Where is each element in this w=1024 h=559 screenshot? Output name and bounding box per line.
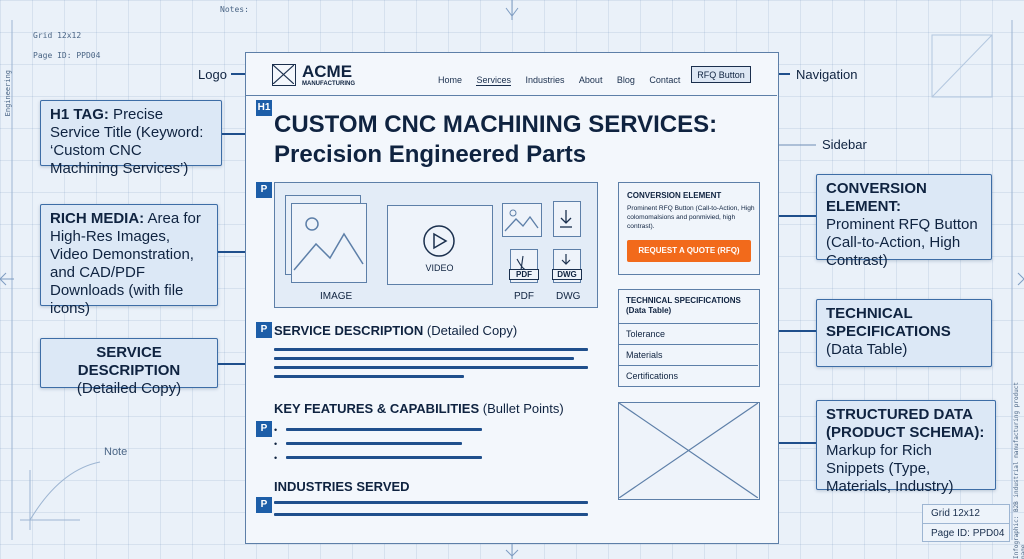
- logo-subtext: MANUFACTURING: [302, 81, 355, 87]
- dwg-file-icon[interactable]: DWG: [552, 249, 582, 283]
- text-line: [274, 375, 464, 378]
- table-row: Materials: [626, 350, 663, 360]
- notes-label: Notes:: [220, 5, 249, 14]
- logo-text: ACME: [302, 62, 353, 81]
- p-badge-features: P: [256, 421, 272, 437]
- service-desc-callout-body: (Detailed Copy): [76, 380, 182, 397]
- page-subheadline: Precision Engineered Parts: [274, 141, 587, 168]
- page-info-divider: [923, 523, 1009, 524]
- list-item: •: [274, 423, 482, 437]
- rich-media-callout-title: RICH MEDIA:: [50, 210, 145, 227]
- p-badge-service: P: [256, 322, 272, 338]
- h1-badge: H1: [256, 100, 272, 116]
- wireframe-page: ACME MANUFACTURING Home Services Industr…: [245, 52, 779, 544]
- sidebar-label: Sidebar: [822, 137, 867, 152]
- main-nav: Home Services Industries About Blog Cont…: [438, 70, 690, 88]
- table-row: Tolerance: [626, 329, 666, 339]
- industries-heading: INDUSTRIES SERVED: [274, 479, 410, 494]
- pdf-file-icon[interactable]: PDF: [509, 249, 539, 283]
- right-vertical-text: Infographic: B2B industrial manufacturin…: [1013, 381, 1024, 559]
- table-divider: [619, 323, 758, 324]
- text-line: [274, 357, 574, 360]
- p-badge-media: P: [256, 182, 272, 198]
- features-heading-sub: (Bullet Points): [482, 401, 564, 416]
- text-line: [274, 348, 588, 351]
- dwg-label: DWG: [556, 291, 581, 302]
- service-heading-title: SERVICE DESCRIPTION: [274, 323, 424, 338]
- structured-data-callout-title: STRUCTURED DATA (PRODUCT SCHEMA):: [826, 406, 985, 441]
- table-row: Certifications: [626, 371, 679, 381]
- tech-specs-callout: TECHNICAL SPECIFICATIONS (Data Table): [816, 299, 992, 367]
- conversion-callout: CONVERSION ELEMENT: Prominent RFQ Button…: [816, 174, 992, 269]
- dwg-file-badge: DWG: [552, 269, 582, 280]
- header-divider: [246, 95, 777, 96]
- nav-blog[interactable]: Blog: [616, 75, 635, 85]
- nav-contact[interactable]: Contact: [649, 75, 681, 85]
- conversion-box-title: CONVERSION ELEMENT: [627, 191, 722, 200]
- conversion-box-text: Prominent RFQ Button (Call-to-Action, Hi…: [627, 205, 755, 230]
- nav-industries[interactable]: Industries: [525, 75, 565, 85]
- left-vertical-text: Engineering: [4, 70, 12, 117]
- video-player[interactable]: VIDEO: [387, 205, 493, 285]
- conversion-callout-title: CONVERSION ELEMENT:: [826, 180, 927, 215]
- conversion-box: CONVERSION ELEMENT Prominent RFQ Button …: [618, 182, 760, 275]
- schema-placeholder: [618, 402, 760, 500]
- rfq-nav-button[interactable]: RFQ Button: [691, 66, 751, 83]
- structured-data-callout-body: Markup for Rich Snippets (Type, Material…: [826, 442, 954, 495]
- logo-icon: [272, 64, 296, 86]
- nav-home[interactable]: Home: [438, 75, 463, 85]
- pdf-label: PDF: [514, 291, 534, 302]
- image-label: IMAGE: [320, 291, 353, 302]
- features-heading-title: KEY FEATURES & CAPABILITIES: [274, 401, 480, 416]
- image-icon: [291, 203, 367, 283]
- play-icon[interactable]: [388, 206, 491, 283]
- rich-media-callout-body: Area for High-Res Images, Video Demonstr…: [50, 210, 201, 317]
- list-item: •: [274, 451, 482, 465]
- service-desc-callout-title: SERVICE DESCRIPTION: [77, 344, 181, 379]
- rich-media-area: IMAGE VIDEO PDF PDF DWG DWG: [274, 182, 598, 308]
- page-info-grid: Grid 12x12: [931, 508, 980, 519]
- h1-callout-body: Precise Service Title (Keyword: ‘Custom …: [50, 106, 204, 177]
- rich-media-callout: RICH MEDIA: Area for High-Res Images, Vi…: [40, 204, 218, 317]
- text-line: [274, 366, 588, 369]
- page-id-label: Page ID: PPD04: [33, 51, 101, 60]
- logo-label: Logo: [198, 67, 227, 82]
- h1-callout-title: H1 TAG:: [50, 106, 109, 123]
- table-divider: [619, 344, 758, 345]
- service-heading-sub: (Detailed Copy): [426, 323, 518, 338]
- page-info-box: Grid 12x12 Page ID: PPD04: [922, 504, 1010, 542]
- note-label: Note: [104, 446, 128, 458]
- request-quote-button[interactable]: REQUEST A QUOTE (RFQ): [627, 240, 751, 262]
- nav-about[interactable]: About: [578, 75, 603, 85]
- structured-data-callout: STRUCTURED DATA (PRODUCT SCHEMA): Markup…: [816, 400, 996, 495]
- conversion-callout-body: Prominent RFQ Button (Call-to-Action, Hi…: [826, 216, 978, 269]
- nav-services[interactable]: Services: [476, 75, 511, 86]
- tech-specs-callout-body: (Data Table): [826, 341, 908, 358]
- download-icon[interactable]: [553, 201, 581, 237]
- service-desc-callout: SERVICE DESCRIPTION (Detailed Copy): [40, 338, 218, 397]
- specs-table: TECHNICAL SPECIFICATIONS (Data Table) To…: [618, 289, 760, 387]
- pdf-file-badge: PDF: [509, 269, 539, 280]
- page-info-id: Page ID: PPD04: [931, 528, 1005, 539]
- text-line: [274, 501, 588, 504]
- thumbnail-image-icon[interactable]: [502, 203, 542, 237]
- specs-table-title: TECHNICAL SPECIFICATIONS (Data Table): [626, 296, 741, 315]
- bullet-list: • • •: [274, 423, 482, 465]
- navigation-label: Navigation: [796, 67, 858, 82]
- text-line: [274, 513, 588, 516]
- h1-callout: H1 TAG: Precise Service Title (Keyword: …: [40, 100, 222, 177]
- service-heading: SERVICE DESCRIPTION (Detailed Copy): [274, 323, 517, 338]
- video-label: VIDEO: [425, 263, 454, 273]
- list-item: •: [274, 437, 462, 451]
- p-badge-industries: P: [256, 497, 272, 513]
- tech-specs-callout-title: TECHNICAL SPECIFICATIONS: [826, 305, 951, 340]
- page-headline: CUSTOM CNC MACHINING SERVICES:: [274, 111, 718, 138]
- table-divider: [619, 365, 758, 366]
- features-heading: KEY FEATURES & CAPABILITIES (Bullet Poin…: [274, 401, 564, 416]
- grid-label: Grid 12x12: [33, 31, 82, 40]
